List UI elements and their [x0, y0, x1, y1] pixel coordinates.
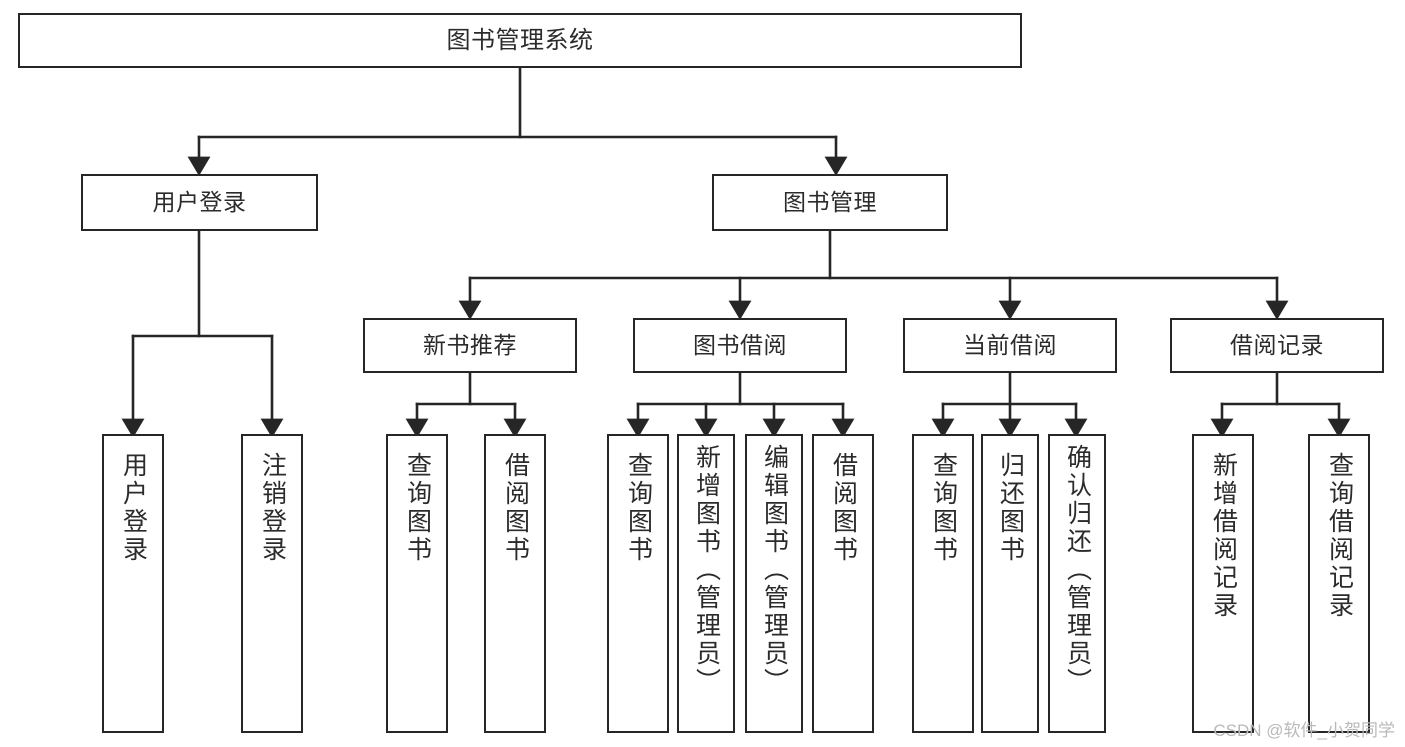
node-label: 用户登录	[152, 189, 247, 216]
node-label: 借阅记录	[1230, 332, 1324, 359]
leaf-add-record[interactable]: 新增借阅记录	[1192, 434, 1254, 733]
leaf-confirm-return[interactable]: 确认归还（管理员）	[1048, 434, 1106, 733]
node-label: 注销登录	[258, 452, 287, 564]
node-label: 查询借阅记录	[1325, 452, 1354, 620]
node-current-borrow[interactable]: 当前借阅	[903, 318, 1117, 373]
node-label: 图书借阅	[693, 332, 787, 359]
node-book-borrow[interactable]: 图书借阅	[633, 318, 847, 373]
leaf-borrow-book-1[interactable]: 借阅图书	[484, 434, 546, 733]
csdn-watermark: CSDN @软件_小贺同学	[1213, 721, 1395, 740]
node-label: 确认归还（管理员）	[1063, 444, 1092, 696]
node-label: 图书管理系统	[446, 26, 594, 54]
node-label: 新增图书（管理员）	[692, 444, 721, 696]
leaf-edit-book[interactable]: 编辑图书（管理员）	[745, 434, 803, 733]
leaf-logout[interactable]: 注销登录	[241, 434, 303, 733]
node-label: 用户登录	[119, 452, 148, 564]
leaf-query-book-3[interactable]: 查询图书	[912, 434, 974, 733]
node-new-book-recommend[interactable]: 新书推荐	[363, 318, 577, 373]
node-label: 新增借阅记录	[1209, 452, 1238, 620]
node-label: 当前借阅	[963, 332, 1057, 359]
node-book-manage[interactable]: 图书管理	[712, 174, 948, 231]
node-label: 图书管理	[783, 189, 877, 216]
leaf-return-book[interactable]: 归还图书	[981, 434, 1039, 733]
leaf-user-login[interactable]: 用户登录	[102, 434, 164, 733]
node-label: 新书推荐	[423, 332, 517, 359]
node-label: 借阅图书	[501, 452, 530, 564]
node-label: 借阅图书	[829, 452, 858, 564]
node-root-system[interactable]: 图书管理系统	[18, 13, 1022, 68]
leaf-query-book-2[interactable]: 查询图书	[607, 434, 669, 733]
node-label: 查询图书	[929, 452, 958, 564]
node-label: 编辑图书（管理员）	[760, 444, 789, 696]
node-borrow-record[interactable]: 借阅记录	[1170, 318, 1384, 373]
node-label: 查询图书	[624, 452, 653, 564]
node-label: 归还图书	[996, 452, 1025, 564]
node-user-login[interactable]: 用户登录	[81, 174, 318, 231]
leaf-borrow-book-2[interactable]: 借阅图书	[812, 434, 874, 733]
leaf-add-book[interactable]: 新增图书（管理员）	[677, 434, 735, 733]
leaf-query-record[interactable]: 查询借阅记录	[1308, 434, 1370, 733]
node-label: 查询图书	[403, 452, 432, 564]
leaf-query-book-1[interactable]: 查询图书	[386, 434, 448, 733]
